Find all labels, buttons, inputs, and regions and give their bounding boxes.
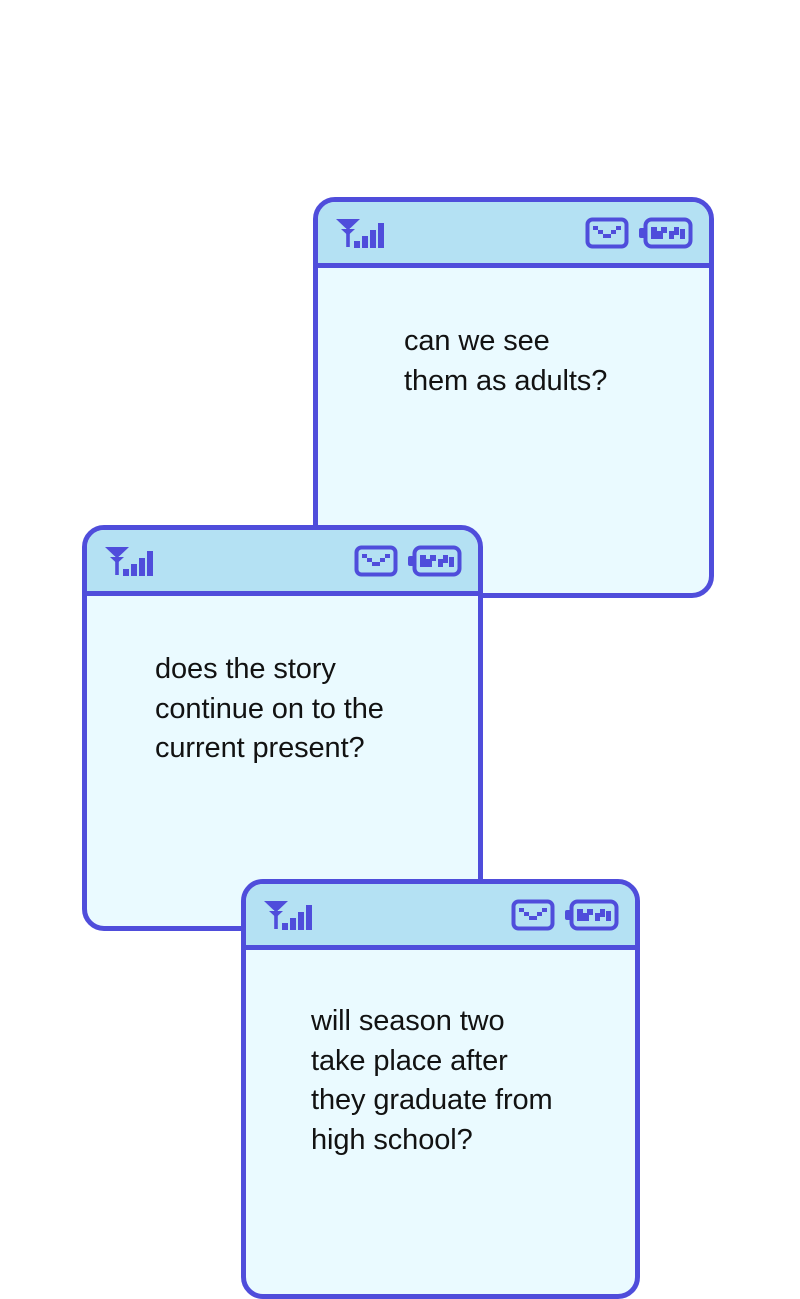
card-message-text: does the story continue on to the curren… — [155, 653, 384, 765]
card-status-bar — [318, 202, 709, 268]
status-bar-right-group — [585, 217, 693, 249]
card-status-bar — [246, 884, 635, 950]
status-bar-left-group — [334, 216, 392, 250]
card-body: will season two take place after they gr… — [246, 950, 635, 1181]
card-message-text: can we see them as adults? — [404, 325, 608, 397]
signal-bars-icon — [264, 900, 312, 930]
card-message-text: will season two take place after they gr… — [311, 1005, 553, 1157]
envelope-icon — [585, 217, 629, 248]
signal-bars-icon — [336, 218, 384, 248]
status-bar-right-group — [511, 899, 619, 931]
message-card[interactable]: does the story continue on to the curren… — [82, 525, 483, 931]
battery-icon — [565, 899, 619, 930]
message-card[interactable]: will season two take place after they gr… — [241, 879, 640, 1299]
envelope-icon — [354, 545, 398, 576]
signal-bars-icon — [105, 546, 153, 576]
card-status-bar — [87, 530, 478, 596]
battery-icon — [639, 217, 693, 248]
envelope-icon — [511, 899, 555, 930]
card-body: can we see them as adults? — [318, 268, 709, 421]
status-bar-right-group — [354, 545, 462, 577]
battery-icon — [408, 545, 462, 576]
status-bar-left-group — [262, 898, 320, 932]
card-body: does the story continue on to the curren… — [87, 596, 478, 789]
status-bar-left-group — [103, 544, 161, 578]
